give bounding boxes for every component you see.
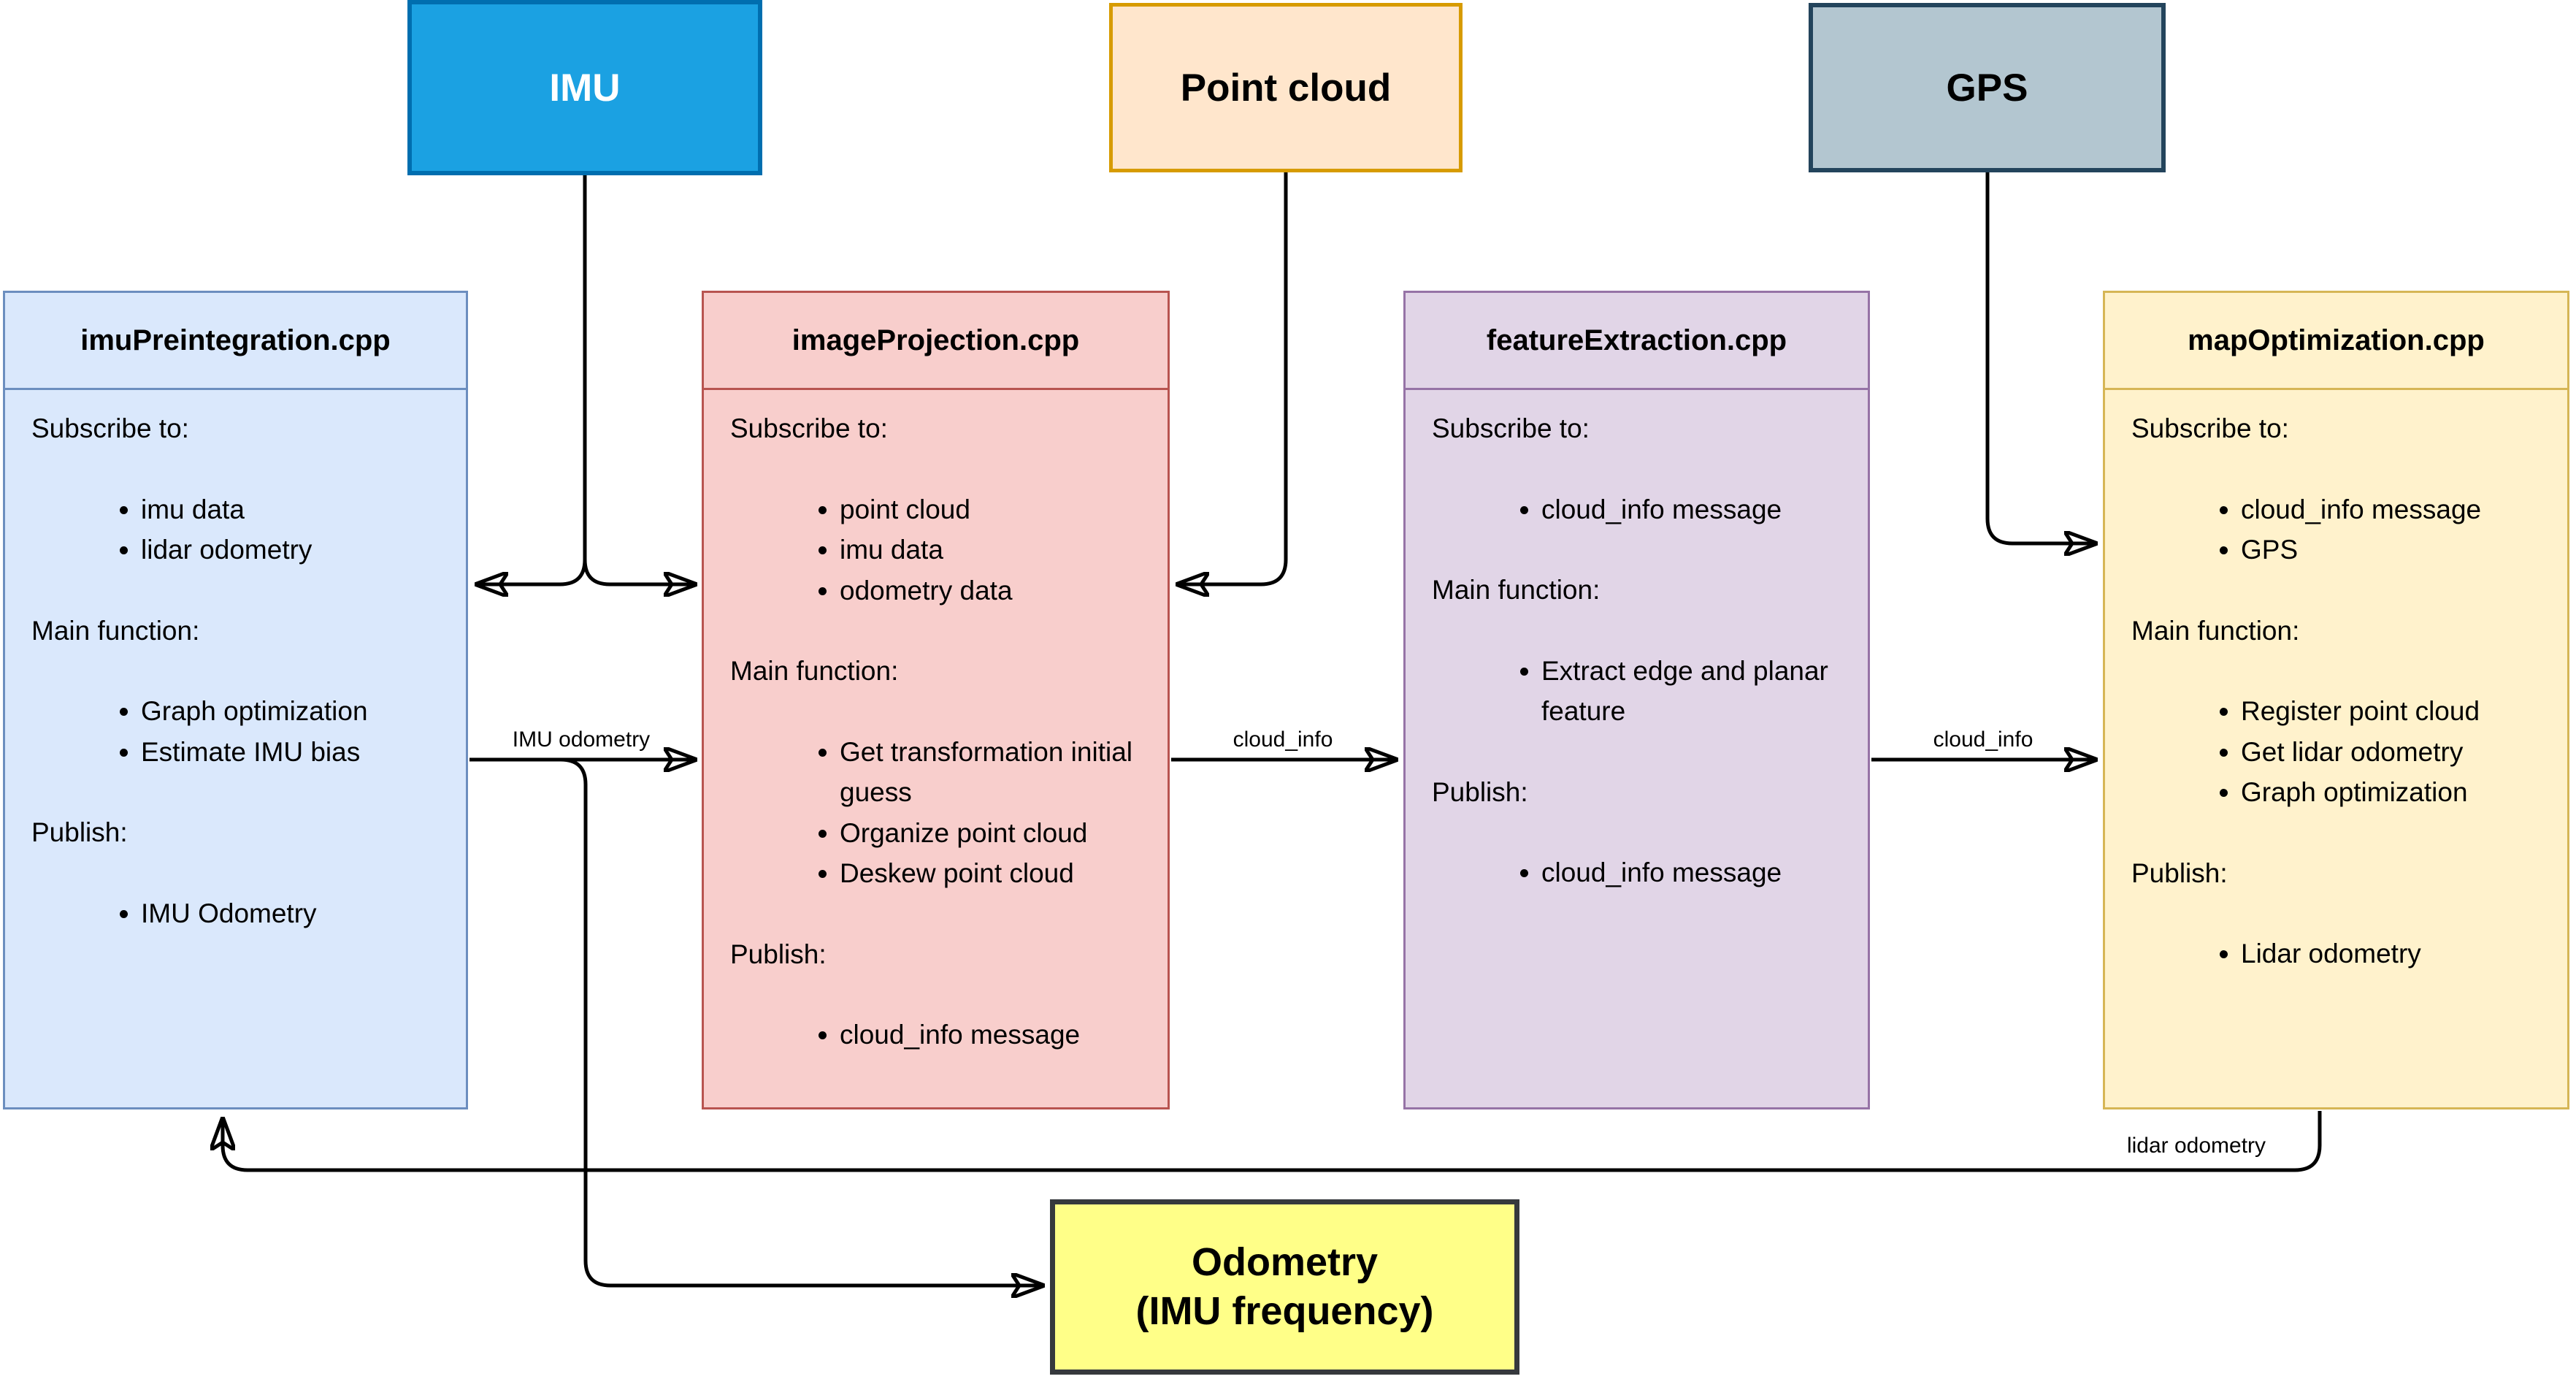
module-title: featureExtraction.cpp: [1406, 293, 1868, 390]
node-odometry-label-line1: Odometry: [1191, 1239, 1379, 1284]
section-heading: Publish:: [31, 817, 128, 848]
edge-label-cloud-info-1: cloud_info: [1228, 727, 1338, 752]
node-imu: IMU: [407, 0, 762, 175]
module-title: imuPreintegration.cpp: [5, 293, 466, 390]
module-body: Subscribe to: cloud_info message Main fu…: [1406, 390, 1868, 893]
section-list: IMU Odometry: [31, 893, 444, 934]
node-imu-preintegration: imuPreintegration.cpp Subscribe to: imu …: [3, 291, 468, 1109]
list-item: Organize point cloud: [840, 813, 1146, 854]
list-item: lidar odometry: [141, 530, 444, 570]
section-heading: Publish:: [1432, 776, 1528, 807]
edge-label-imu-odometry: IMU odometry: [507, 727, 655, 752]
edge-pointcloud-to-imageprojection: [1177, 172, 1288, 584]
section-heading: Publish:: [730, 939, 827, 969]
section-list: Extract edge and planar feature: [1432, 651, 1846, 732]
section-list: Get transformation initial guess Organiz…: [730, 732, 1146, 894]
section-list: Graph optimization Estimate IMU bias: [31, 691, 444, 772]
module-title: imageProjection.cpp: [704, 293, 1168, 390]
list-item: cloud_info message: [1541, 489, 1846, 530]
section-heading: Subscribe to:: [1432, 413, 1590, 443]
section-list: cloud_info message: [1432, 489, 1846, 530]
section-list: Lidar odometry: [2131, 933, 2545, 974]
section-list: cloud_info message: [1432, 852, 1846, 893]
section-heading: Subscribe to:: [31, 413, 189, 443]
module-title: mapOptimization.cpp: [2105, 293, 2567, 390]
section-list: point cloud imu data odometry data: [730, 489, 1146, 611]
section-heading: Main function:: [2131, 615, 2300, 646]
section-heading: Subscribe to:: [2131, 413, 2289, 443]
section-list: Register point cloud Get lidar odometry …: [2131, 691, 2545, 813]
node-odometry-label-line2: (IMU frequency): [1135, 1289, 1434, 1333]
edge-imu-to-imageprojection: [583, 559, 696, 584]
section-heading: Subscribe to:: [730, 413, 888, 443]
edge-gps-to-mapoptimization: [1985, 172, 2096, 543]
module-body: Subscribe to: point cloud imu data odome…: [704, 390, 1168, 1055]
list-item: imu data: [141, 489, 444, 530]
section-heading: Main function:: [730, 656, 899, 687]
section-heading: Publish:: [2131, 857, 2228, 888]
list-item: Deskew point cloud: [840, 853, 1146, 894]
edge-label-cloud-info-2: cloud_info: [1928, 727, 2038, 752]
list-item: Register point cloud: [2241, 691, 2545, 732]
edge-imu-to-preintegration: [476, 559, 587, 584]
list-item: imu data: [840, 530, 1146, 570]
list-item: cloud_info message: [840, 1015, 1146, 1055]
list-item: GPS: [2241, 530, 2545, 570]
list-item: Graph optimization: [2241, 772, 2545, 813]
module-body: Subscribe to: imu data lidar odometry Ma…: [5, 390, 466, 933]
node-point-cloud: Point cloud: [1109, 3, 1463, 172]
section-list: cloud_info message GPS: [2131, 489, 2545, 570]
node-imu-label: IMU: [549, 66, 621, 110]
section-heading: Main function:: [1432, 575, 1601, 606]
list-item: cloud_info message: [1541, 852, 1846, 893]
list-item: IMU Odometry: [141, 893, 444, 934]
section-list: imu data lidar odometry: [31, 489, 444, 570]
list-item: cloud_info message: [2241, 489, 2545, 530]
node-point-cloud-label: Point cloud: [1180, 66, 1392, 110]
list-item: Graph optimization: [141, 691, 444, 732]
list-item: Get lidar odometry: [2241, 732, 2545, 773]
module-body: Subscribe to: cloud_info message GPS Mai…: [2105, 390, 2567, 974]
node-map-optimization: mapOptimization.cpp Subscribe to: cloud_…: [2103, 291, 2569, 1109]
section-list: cloud_info message: [730, 1015, 1146, 1055]
node-feature-extraction: featureExtraction.cpp Subscribe to: clou…: [1403, 291, 1870, 1109]
list-item: Lidar odometry: [2241, 933, 2545, 974]
node-image-projection: imageProjection.cpp Subscribe to: point …: [702, 291, 1170, 1109]
list-item: Extract edge and planar feature: [1541, 651, 1846, 732]
list-item: odometry data: [840, 570, 1146, 611]
list-item: Estimate IMU bias: [141, 732, 444, 773]
list-item: point cloud: [840, 489, 1146, 530]
node-gps: GPS: [1809, 3, 2166, 172]
edge-label-lidar-odometry: lidar odometry: [2122, 1134, 2271, 1158]
list-item: Get transformation initial guess: [840, 732, 1146, 813]
node-odometry-output: Odometry (IMU frequency): [1050, 1199, 1519, 1375]
node-gps-label: GPS: [1946, 66, 2028, 110]
section-heading: Main function:: [31, 615, 200, 646]
edge-lidarodometry: [223, 1111, 2322, 1172]
